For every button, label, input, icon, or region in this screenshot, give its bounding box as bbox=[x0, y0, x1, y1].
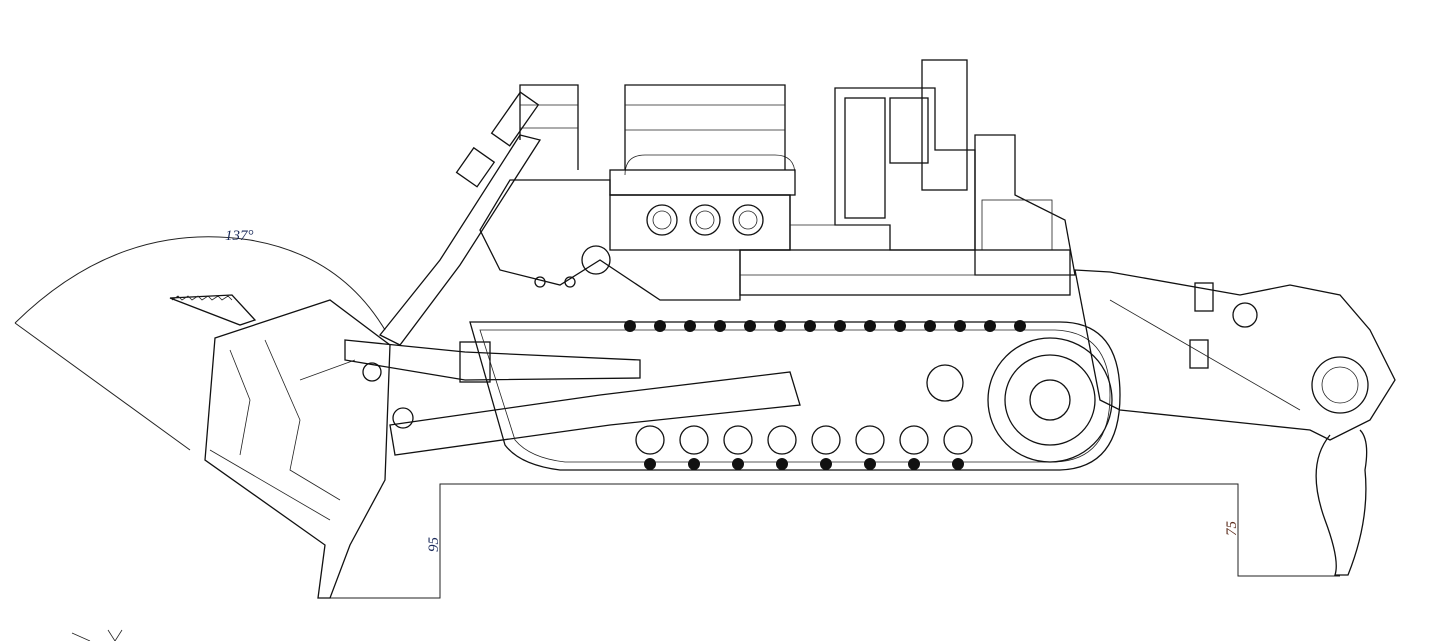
ripper bbox=[1074, 269, 1396, 576]
track-roller bbox=[943, 425, 973, 455]
ripper-depth-label: 75 bbox=[1224, 521, 1240, 537]
track-link-pin bbox=[864, 320, 876, 332]
track-roller bbox=[767, 425, 797, 455]
track-assembly bbox=[469, 320, 1121, 471]
track-link-pin bbox=[654, 320, 666, 332]
track-link-pin bbox=[732, 458, 744, 470]
blade-depth-label: 95 bbox=[426, 537, 442, 553]
tractor-body bbox=[479, 59, 1076, 301]
blade-angle-dimension: 137° bbox=[14, 228, 386, 451]
track-link-pin bbox=[804, 320, 816, 332]
track-link-pin bbox=[624, 320, 636, 332]
track-link-pin bbox=[688, 458, 700, 470]
push-arms bbox=[344, 91, 801, 456]
track-link-pin bbox=[684, 320, 696, 332]
track-link-pin bbox=[952, 458, 964, 470]
blade-depth-dimension: 95 75 bbox=[320, 483, 1340, 599]
track-link-pin bbox=[714, 320, 726, 332]
track-link-pin bbox=[984, 320, 996, 332]
track-link-pin bbox=[744, 320, 756, 332]
angle-label: 137° bbox=[225, 228, 254, 244]
blade bbox=[169, 294, 414, 599]
track-roller bbox=[679, 425, 709, 455]
track-roller bbox=[855, 425, 885, 455]
track-link-pin bbox=[864, 458, 876, 470]
track-roller bbox=[811, 425, 841, 455]
track-link-pin bbox=[1014, 320, 1026, 332]
track-link-pin bbox=[644, 458, 656, 470]
track-roller bbox=[899, 425, 929, 455]
track-link-pin bbox=[908, 458, 920, 470]
track-link-pin bbox=[776, 458, 788, 470]
track-roller bbox=[635, 425, 665, 455]
track-link-pin bbox=[834, 320, 846, 332]
track-link-pin bbox=[924, 320, 936, 332]
track-link-pin bbox=[820, 458, 832, 470]
bottom-rollers bbox=[635, 425, 973, 470]
track-roller bbox=[723, 425, 753, 455]
axis-marker bbox=[71, 629, 123, 641]
top-rollers bbox=[624, 320, 1026, 332]
track-link-pin bbox=[894, 320, 906, 332]
track-link-pin bbox=[954, 320, 966, 332]
track-link-pin bbox=[774, 320, 786, 332]
